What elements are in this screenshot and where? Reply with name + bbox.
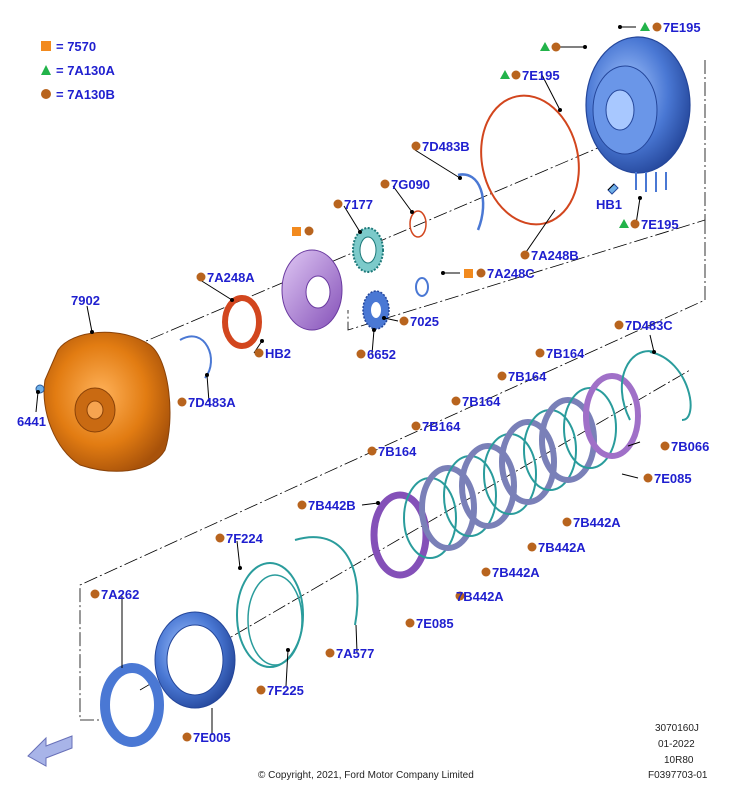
part-label: 7E085 [416,616,454,631]
part-label: 7A248A [207,270,255,285]
part-label: 7E005 [193,730,231,745]
diagram-model: 10R80 [664,755,694,766]
snap-ring-7d483b [457,173,485,231]
snap-ring-7d483a [179,335,212,379]
part-label: 7E195 [641,217,679,232]
callout-labels: 7E195 7E195 7E195 HB1 7D483B 7G090 7177 … [17,20,709,745]
part-label: 7B164 [378,444,417,459]
clutch-drum [154,611,236,709]
part-label: 7D483C [625,318,673,333]
part-label: 7B442A [492,565,540,580]
diagram-date: 01-2022 [658,739,695,750]
ring-7f225 [247,574,303,666]
copyright-text: © Copyright, 2021, Ford Motor Company Li… [258,770,474,781]
small-seal-ring [409,210,427,238]
large-seal-ring [480,94,580,226]
legend-item-label: = 7570 [56,39,96,54]
square-marker-icon [41,41,51,51]
part-label: 7B066 [671,439,709,454]
figure-number: F0397703-01 [648,770,708,781]
diagram-code: 3070160J [655,723,699,734]
callout-markers [90,22,670,742]
part-label: 7177 [344,197,373,212]
part-label: 7B164 [422,419,461,434]
part-label: 7F224 [226,531,264,546]
ring-7f224 [236,562,304,668]
part-label: 6652 [367,347,396,362]
ring-7a577 [294,536,359,626]
part-label: 7902 [71,293,100,308]
seal-7a248c [415,277,429,297]
leader-lines [35,25,656,735]
seal-7a248a [222,295,262,349]
legend-item-label: = 7A130A [56,63,116,78]
part-label: 7G090 [391,177,430,192]
part-label: 7D483A [188,395,236,410]
footer: 3070160J 01-2022 10R80 F0397703-01 © Cop… [258,723,708,781]
part-label: 7A248B [531,248,579,263]
pump-housing [585,36,691,195]
part-label: 7A248C [487,266,535,281]
ring-7a262 [100,663,164,747]
part-label: 7E195 [522,68,560,83]
part-label: HB1 [596,197,622,212]
part-label: 7D483B [422,139,470,154]
triangle-marker-icon [41,65,51,75]
part-label: 7025 [410,314,439,329]
legend-item-label: = 7A130B [56,87,115,102]
part-label: 7E085 [654,471,692,486]
part-label: 7A577 [336,646,374,661]
part-label: HB2 [265,346,291,361]
circle-marker-icon [41,89,51,99]
part-label: 7B442B [308,498,356,513]
part-label: 6441 [17,414,46,429]
part-label: 7B164 [508,369,547,384]
direction-arrow-icon [27,735,73,767]
part-label: 7E195 [663,20,701,35]
part-label: 7B442A [538,540,586,555]
part-label: 7B442A [573,515,621,530]
part-label: 7B164 [462,394,501,409]
part-label: 7B164 [546,346,585,361]
part-label: 7F225 [267,683,304,698]
clutch-pack [370,350,692,579]
part-label: 7A262 [101,587,139,602]
stator-assembly [281,249,343,331]
torque-converter-housing [35,331,171,472]
legend: = 7570 = 7A130A = 7A130B [41,39,116,102]
part-label: 7B442A [456,589,504,604]
